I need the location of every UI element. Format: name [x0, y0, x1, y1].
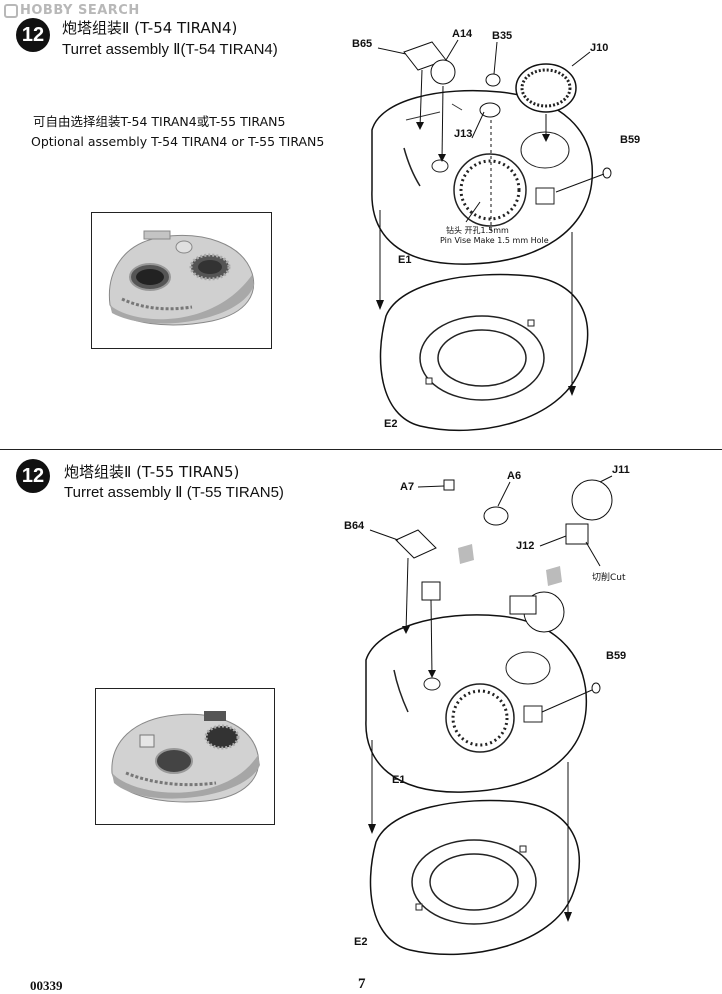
- part-label-j12: J12: [516, 540, 535, 552]
- assembly-diagram-top: [371, 39, 612, 432]
- part-label-e1-bottom: E1: [392, 774, 406, 786]
- part-label-j10: J10: [590, 42, 609, 54]
- drill-note-en: Pin Vise Make 1.5 mm Hole: [440, 236, 549, 245]
- option-note-en: Optional assembly T-54 TIRAN4 or T-55 TI…: [31, 134, 325, 149]
- part-label-e2-bottom: E2: [354, 936, 368, 948]
- drill-note-cn: 钻头 开孔1.5mm: [446, 226, 509, 235]
- part-label-b64: B64: [344, 520, 365, 532]
- part-label-e1-top: E1: [398, 254, 412, 266]
- part-label-b59-top: B59: [620, 134, 641, 146]
- reference-photo-top: [91, 212, 272, 349]
- footer-page-number: 7: [358, 976, 366, 992]
- part-label-b35: B35: [492, 30, 513, 42]
- step-title-en-top: Turret assembly Ⅱ(T-54 TIRAN4): [62, 41, 278, 58]
- reference-photo-bottom: [95, 688, 275, 825]
- watermark-logo-icon: [4, 3, 18, 18]
- turret-photo-bottom-icon: [111, 711, 260, 803]
- part-label-j11: J11: [612, 464, 630, 476]
- part-label-j13: J13: [454, 128, 473, 140]
- section-divider: [0, 449, 722, 450]
- part-label-b59-bottom: B59: [606, 650, 627, 662]
- cut-note: 切削Cut: [592, 573, 626, 583]
- part-label-a6: A6: [507, 470, 522, 482]
- footer-product-code: 00339: [30, 978, 63, 993]
- part-label-a7: A7: [400, 481, 415, 493]
- watermark-text: HOBBY SEARCH: [20, 3, 140, 18]
- part-label-b65-top: B65: [352, 38, 373, 50]
- step-title-en-bottom: Turret assembly Ⅱ (T-55 TIRAN5): [64, 484, 284, 501]
- turret-photo-top-icon: [108, 230, 255, 326]
- watermark: HOBBY SEARCH: [4, 3, 140, 18]
- step-title-cn-top: 炮塔组装Ⅱ (T-54 TIRAN4): [62, 19, 238, 37]
- step-title-cn-bottom: 炮塔组装Ⅱ (T-55 TIRAN5): [64, 463, 240, 481]
- step-number-badge-top: 12: [16, 18, 50, 52]
- option-note-cn: 可自由选择组装T-54 TIRAN4或T-55 TIRAN5: [33, 114, 286, 129]
- part-label-e2-top: E2: [384, 418, 398, 430]
- step-number-badge-bottom: 12: [16, 459, 50, 493]
- part-label-a14: A14: [452, 28, 473, 40]
